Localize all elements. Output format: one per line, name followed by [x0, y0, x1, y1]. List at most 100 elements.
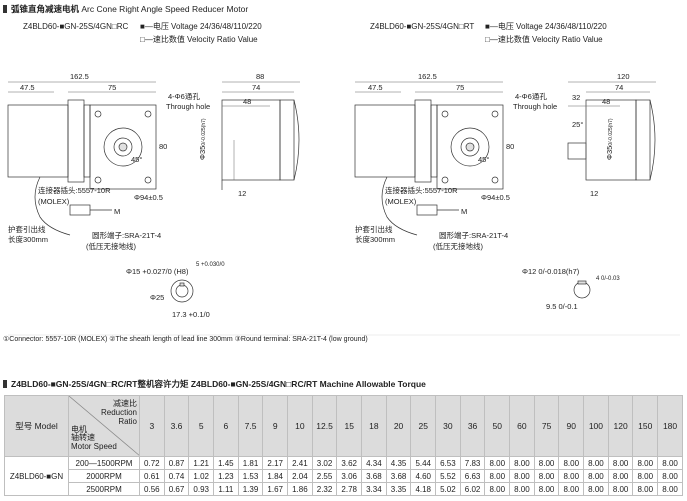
torque-cell: 1.53 — [237, 469, 264, 483]
torque-cell: 3.06 — [336, 469, 363, 483]
ratio-header: 180 — [657, 395, 683, 457]
ratio-header: 36 — [459, 395, 486, 457]
torque-cell: 8.00 — [632, 456, 659, 470]
torque-cell: 0.93 — [188, 482, 215, 496]
torque-cell: 3.35 — [385, 482, 412, 496]
rc-dim-80: 80 — [159, 142, 168, 151]
torque-marker — [3, 380, 7, 388]
diag-bottom-0: 电机 — [71, 424, 87, 434]
torque-cell: 3.02 — [311, 456, 338, 470]
torque-cell: 7.83 — [459, 456, 486, 470]
torque-cell: 8.00 — [558, 456, 585, 470]
ratio-header: 100 — [583, 395, 609, 457]
rc-bore-detail — [170, 279, 194, 303]
rt-ground: (低压无接地线) — [433, 242, 483, 251]
rt-angle: 45° — [478, 155, 490, 164]
rt-dim-74: 74 — [615, 83, 624, 92]
rc-pcd: Φ94±0.5 — [134, 193, 163, 202]
ratio-header: 7.5 — [237, 395, 264, 457]
ratio-header: 90 — [558, 395, 585, 457]
model-header: 型号 Model — [4, 395, 69, 457]
rc-ground: (低压无接地线) — [86, 242, 136, 251]
rt-dim-48: 48 — [602, 97, 611, 106]
rc-phi35-value: Φ35 — [198, 145, 207, 160]
rc-hole-en: Through hole — [166, 102, 211, 111]
rt-hole: 4-Φ6通孔 — [515, 92, 547, 101]
ratio-header: 30 — [435, 395, 461, 457]
torque-cell: 8.00 — [509, 456, 535, 470]
title-cn: 弧锥直角减速电机 — [11, 4, 80, 14]
torque-cell: 1.45 — [213, 456, 239, 470]
rt-ratio-note: □—速比数值 Velocity Ratio Value — [485, 35, 603, 44]
rc-dim-total: 162.5 — [70, 72, 89, 81]
torque-cell: 4.18 — [410, 482, 437, 496]
rc-dim-48: 48 — [243, 97, 252, 106]
ratio-header: 3 — [139, 395, 165, 457]
rt-sheath: 护套引出线 — [355, 225, 393, 234]
torque-cell: 3.34 — [361, 482, 387, 496]
rc-angle: 45° — [131, 155, 143, 164]
rt-shaft-key: 4 0/-0.03 — [596, 276, 620, 282]
torque-cell: 8.00 — [533, 482, 560, 496]
ratio-header: 50 — [484, 395, 511, 457]
rc-model: Z4BLD60-■GN-25S/4GN□RC — [23, 22, 129, 31]
ratio-header: 25 — [410, 395, 437, 457]
rt-shaft-phi: Φ12 0/-0.018(h7) — [522, 267, 580, 276]
torque-cell: 8.00 — [484, 482, 511, 496]
rt-terminal: 圆形端子:SRA-21T-4 — [439, 231, 509, 240]
rt-dim-32: 32 — [572, 93, 581, 102]
torque-cell: 0.56 — [139, 482, 165, 496]
rt-dim-80: 80 — [506, 142, 515, 151]
rc-front-view — [221, 99, 300, 190]
ratio-header: 3.6 — [163, 395, 190, 457]
torque-cell: 8.00 — [632, 469, 659, 483]
rc-dim-75: 75 — [108, 83, 117, 92]
torque-cell: 1.23 — [213, 469, 239, 483]
torque-cell: 8.00 — [607, 482, 634, 496]
rc-bore: Φ15 +0.027/0 (H8) — [126, 267, 189, 276]
rt-dim-47: 47.5 — [368, 83, 383, 92]
technical-drawings — [7, 81, 680, 336]
torque-cell: 5.02 — [435, 482, 461, 496]
torque-cell: 5.52 — [435, 469, 461, 483]
diag-bottom-2: Motor Speed — [71, 442, 117, 452]
torque-cell: 8.00 — [632, 482, 659, 496]
rt-connector: 连接器插头:5557-10R — [385, 186, 458, 195]
rc-key-depth: 17.3 +0.1/0 — [172, 310, 210, 319]
torque-cell: 0.72 — [139, 456, 165, 470]
title-marker — [3, 5, 7, 13]
torque-cell: 3.62 — [336, 456, 363, 470]
torque-cell: 8.00 — [657, 469, 683, 483]
speed-cell: 2500RPM — [68, 482, 140, 496]
torque-cell: 6.02 — [459, 482, 486, 496]
torque-cell: 4.35 — [385, 456, 412, 470]
rt-model: Z4BLD60-■GN-25S/4GN□RT — [370, 22, 475, 31]
rt-molex: (MOLEX) — [385, 197, 417, 206]
torque-cell: 2.17 — [262, 456, 289, 470]
diag-bottom-1: 轴转速 — [71, 433, 95, 443]
rc-m: M — [114, 207, 121, 216]
ratio-header: 9 — [262, 395, 289, 457]
ratio-header: 120 — [607, 395, 634, 457]
torque-cell: 2.32 — [311, 482, 338, 496]
torque-cell: 1.67 — [262, 482, 289, 496]
torque-cell: 2.41 — [287, 456, 313, 470]
torque-cell: 3.68 — [361, 469, 387, 483]
torque-cell: 0.74 — [163, 469, 190, 483]
rt-phi35: Φ350/-0.025(h7) — [605, 118, 614, 160]
rc-phi35-tol: 0/-0.025(h7) — [201, 118, 207, 146]
torque-cell: 1.02 — [188, 469, 215, 483]
footnote: ①Connector: 5557-10R (MOLEX) ②The sheath… — [3, 336, 368, 343]
ratio-header: 18 — [361, 395, 387, 457]
torque-title: Z4BLD60-■GN-25S/4GN□RC/RT整机容许力矩 Z4BLD60-… — [11, 379, 426, 389]
torque-cell: 2.55 — [311, 469, 338, 483]
torque-cell: 1.81 — [237, 456, 264, 470]
torque-cell: 1.39 — [237, 482, 264, 496]
rc-bore-phi: Φ25 — [150, 293, 165, 302]
rc-phi35: Φ350/-0.025(h7) — [198, 118, 207, 160]
page-title: 弧锥直角减速电机 Arc Cone Right Angle Speed Redu… — [11, 5, 248, 14]
